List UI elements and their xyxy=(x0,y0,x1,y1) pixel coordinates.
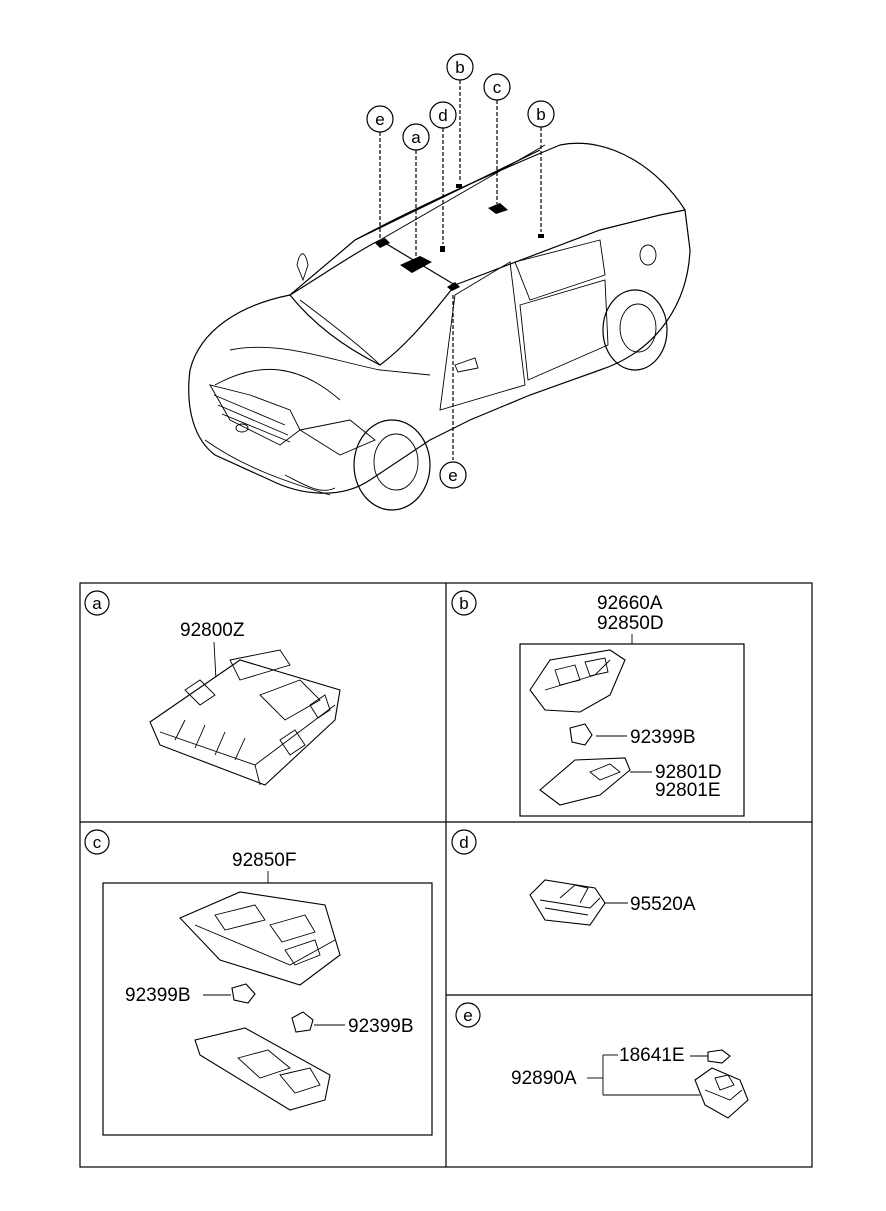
part-92801D[interactable]: 92801D xyxy=(655,762,722,783)
callout-c[interactable]: c xyxy=(483,73,511,101)
panel-e-tag: e xyxy=(455,1002,481,1028)
svg-text:c: c xyxy=(493,78,502,97)
callout-e-bottom[interactable]: e xyxy=(439,461,467,489)
lamp-e xyxy=(694,1067,749,1119)
bulb-b xyxy=(569,723,593,746)
panel-b: b 92660A 92850D 92399B 92801D 92801E xyxy=(451,590,745,817)
part-95520A[interactable]: 95520A xyxy=(630,894,696,915)
part-92800Z[interactable]: 92800Z xyxy=(180,620,245,641)
panel-a: a 92800Z xyxy=(84,590,341,786)
map-lamp-b xyxy=(529,649,626,713)
bulb-e xyxy=(707,1049,731,1064)
bulb-c-left xyxy=(231,983,256,1004)
svg-text:a: a xyxy=(92,594,102,613)
part-92890A[interactable]: 92890A xyxy=(511,1068,577,1089)
part-92399B-c-left[interactable]: 92399B xyxy=(125,985,191,1006)
panel-d-tag: d xyxy=(451,829,477,855)
svg-text:e: e xyxy=(463,1006,472,1025)
panel-c-tag: c xyxy=(84,829,110,855)
part-92660A[interactable]: 92660A xyxy=(597,593,663,614)
part-92399B-c-right[interactable]: 92399B xyxy=(348,1016,414,1037)
callout-a[interactable]: a xyxy=(402,123,430,151)
overhead-console-a xyxy=(149,649,341,786)
panel-grid xyxy=(79,582,813,1168)
part-92399B-b[interactable]: 92399B xyxy=(630,727,696,748)
svg-text:d: d xyxy=(459,833,468,852)
lens-c xyxy=(194,1027,331,1111)
svg-text:c: c xyxy=(93,833,102,852)
svg-text:b: b xyxy=(455,58,464,77)
lens-b xyxy=(539,757,631,806)
svg-text:b: b xyxy=(459,594,468,613)
switch-d xyxy=(529,879,606,926)
callout-e-left[interactable]: e xyxy=(366,105,394,133)
part-92850F[interactable]: 92850F xyxy=(232,850,296,871)
svg-text:a: a xyxy=(411,128,421,147)
panel-d: d 95520A xyxy=(451,829,696,926)
svg-text:e: e xyxy=(448,466,457,485)
callout-d[interactable]: d xyxy=(429,101,457,129)
callout-b-right[interactable]: b xyxy=(527,100,555,128)
panel-b-tag: b xyxy=(451,590,477,616)
svg-text:d: d xyxy=(438,106,447,125)
panel-c: c 92850F 92399B 92399B xyxy=(84,829,433,1136)
callout-b-top[interactable]: b xyxy=(446,53,474,81)
part-18641E[interactable]: 18641E xyxy=(619,1045,685,1066)
panel-e: e 92890A 18641E xyxy=(455,1002,749,1119)
panel-a-tag: a xyxy=(84,590,110,616)
part-92801E[interactable]: 92801E xyxy=(655,780,721,801)
room-lamp-c xyxy=(179,891,341,986)
bulb-c-right xyxy=(291,1011,314,1033)
svg-text:b: b xyxy=(536,105,545,124)
svg-text:e: e xyxy=(375,110,384,129)
car-illustration xyxy=(188,80,691,511)
part-92850D[interactable]: 92850D xyxy=(597,613,664,634)
